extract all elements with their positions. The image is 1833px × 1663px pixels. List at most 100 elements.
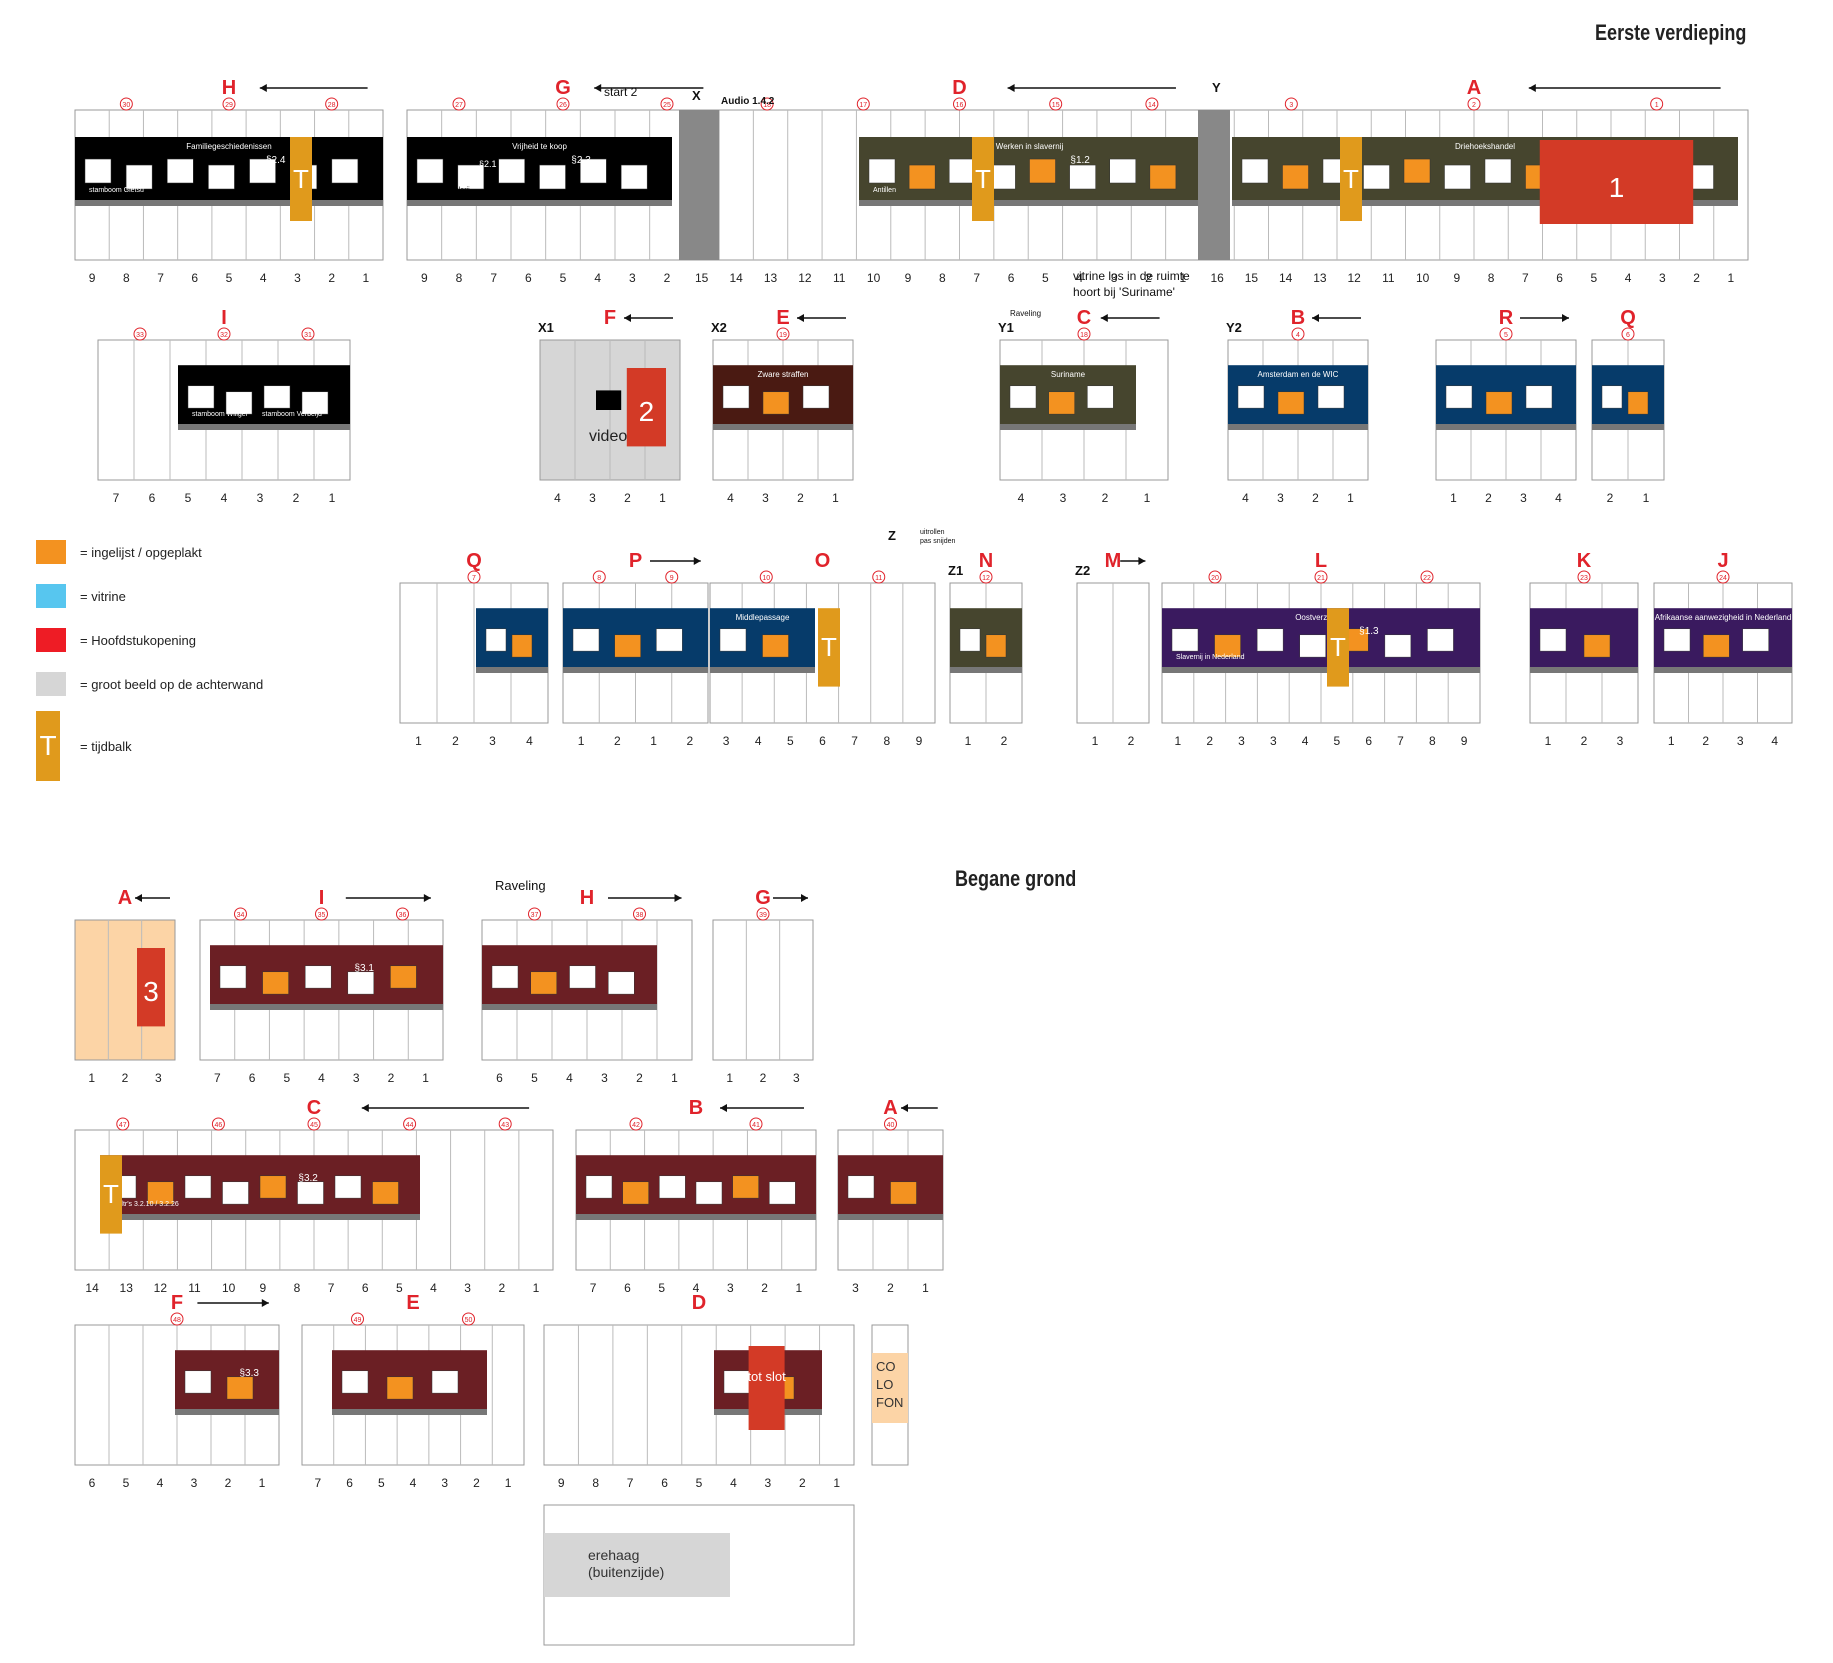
column-number: 1 bbox=[415, 734, 422, 748]
panel-text: zaltr's 3.2.10 / 3.2.26 bbox=[114, 1201, 179, 1208]
panel-object bbox=[1663, 628, 1691, 652]
column-number: 2 bbox=[388, 1071, 395, 1085]
column-number: 4 bbox=[157, 1476, 164, 1490]
panel-shelf bbox=[178, 424, 350, 430]
circle-number-ring bbox=[396, 907, 409, 921]
panel-object bbox=[620, 164, 648, 190]
panel-object bbox=[769, 1181, 796, 1205]
column-number: 4 bbox=[430, 1281, 437, 1295]
column-number: 1 bbox=[922, 1281, 929, 1295]
column-number: 1 bbox=[671, 1071, 678, 1085]
circle-number-ring bbox=[660, 97, 674, 111]
panel-object bbox=[719, 628, 747, 652]
column-number: 3 bbox=[601, 1071, 608, 1085]
column-number: 2 bbox=[887, 1281, 894, 1295]
column-number: 6 bbox=[89, 1476, 96, 1490]
circle-number: 32 bbox=[220, 332, 228, 339]
column-number: 2 bbox=[797, 491, 804, 505]
circle-number-ring bbox=[170, 1312, 184, 1326]
legend-swatch-orange bbox=[36, 540, 66, 564]
wall-letter: K bbox=[1577, 550, 1592, 572]
column-number: 1 bbox=[88, 1071, 95, 1085]
column-number: 3 bbox=[1617, 734, 1624, 748]
panel-object bbox=[1069, 164, 1096, 190]
circle-number-ring bbox=[222, 97, 236, 111]
circle-number: 21 bbox=[1317, 575, 1325, 582]
panel-object bbox=[249, 158, 276, 184]
circle-number: 19 bbox=[779, 332, 787, 339]
arrow-head bbox=[901, 1104, 908, 1112]
circle-number: 20 bbox=[1211, 575, 1219, 582]
legend-swatch-timebar: T bbox=[36, 711, 60, 781]
first-floor-title: Eerste verdieping bbox=[1595, 20, 1747, 45]
panel-text: Slavernij in Nederland bbox=[1176, 654, 1245, 661]
wall-letter: H bbox=[222, 77, 236, 99]
circle-number: 8 bbox=[597, 575, 601, 582]
column-number: 6 bbox=[1556, 271, 1563, 285]
timebar-icon bbox=[100, 1155, 122, 1234]
panel-object bbox=[219, 965, 247, 989]
circle-number-ring bbox=[325, 97, 339, 111]
timebar-letter: T bbox=[293, 164, 309, 194]
circle-number-ring bbox=[1650, 97, 1664, 111]
wall-letter: B bbox=[1291, 307, 1305, 329]
circle-number: 1 bbox=[1655, 102, 1659, 109]
wall-letter: N bbox=[979, 550, 993, 572]
panel-object bbox=[1029, 158, 1056, 184]
arrow-head bbox=[720, 1104, 727, 1112]
column-number: 8 bbox=[1488, 271, 1495, 285]
arrow-head bbox=[1528, 84, 1536, 92]
vitrine-note: vitrine los in de ruimte bbox=[1073, 269, 1190, 283]
column-number: 14 bbox=[1279, 271, 1293, 285]
column-number: 3 bbox=[765, 1476, 772, 1490]
legend-row-framed: = ingelijst / opgeplakt bbox=[36, 530, 296, 574]
panel-heading: Oostverzetting bbox=[1295, 613, 1347, 622]
circle-number-ring bbox=[1077, 327, 1091, 341]
panel-heading: Zware straffen bbox=[758, 370, 809, 379]
column-number: 3 bbox=[155, 1071, 162, 1085]
column-number: 8 bbox=[939, 271, 946, 285]
column-number: 9 bbox=[89, 271, 96, 285]
panel-shelf bbox=[332, 1409, 487, 1415]
video-screen bbox=[596, 390, 622, 410]
legend-label: = tijdbalk bbox=[80, 738, 132, 754]
circle-number-ring bbox=[301, 327, 315, 341]
circle-number: 36 bbox=[399, 912, 407, 919]
panel-object bbox=[1317, 385, 1345, 409]
circle-number: 40 bbox=[887, 1122, 895, 1129]
wall-letter: L bbox=[1315, 550, 1327, 572]
panel-object bbox=[1539, 628, 1567, 652]
panel-paragraph: §2.3 bbox=[571, 155, 591, 166]
panel-text: stamboom Verbeijd bbox=[262, 411, 322, 418]
circle-number-ring bbox=[498, 1117, 512, 1131]
column-number: 8 bbox=[456, 271, 463, 285]
colofon-text: LO bbox=[876, 1377, 893, 1392]
column-number: 7 bbox=[315, 1476, 322, 1490]
column-number: 3 bbox=[589, 491, 596, 505]
circle-number: 4 bbox=[1296, 332, 1300, 339]
column-number: 3 bbox=[762, 491, 769, 505]
legend-row-big-image: = groot beeld op de achterwand bbox=[36, 662, 296, 706]
column-number: 15 bbox=[1245, 271, 1259, 285]
panel-object bbox=[1384, 634, 1412, 658]
wall-letter: J bbox=[1717, 550, 1728, 572]
panel-object bbox=[1009, 385, 1037, 409]
column-number: 13 bbox=[764, 271, 778, 285]
panel-object bbox=[868, 158, 896, 184]
circle-number-ring bbox=[556, 97, 570, 111]
column-number: 7 bbox=[590, 1281, 597, 1295]
panel-shelf bbox=[1436, 424, 1576, 430]
circle-number: 2 bbox=[1472, 102, 1476, 109]
timebar-letter: T bbox=[821, 632, 837, 662]
circle-number: 18 bbox=[1080, 332, 1088, 339]
circle-number-ring bbox=[1049, 97, 1063, 111]
column-number: 2 bbox=[664, 271, 671, 285]
panel-object bbox=[184, 1370, 212, 1394]
column-number: 15 bbox=[695, 271, 709, 285]
panel-object bbox=[208, 164, 235, 190]
column-number: 4 bbox=[554, 491, 561, 505]
column-number: 8 bbox=[883, 734, 890, 748]
column-number: 6 bbox=[346, 1476, 353, 1490]
timebar-letter: T bbox=[1343, 164, 1359, 194]
panel-object bbox=[1237, 385, 1265, 409]
